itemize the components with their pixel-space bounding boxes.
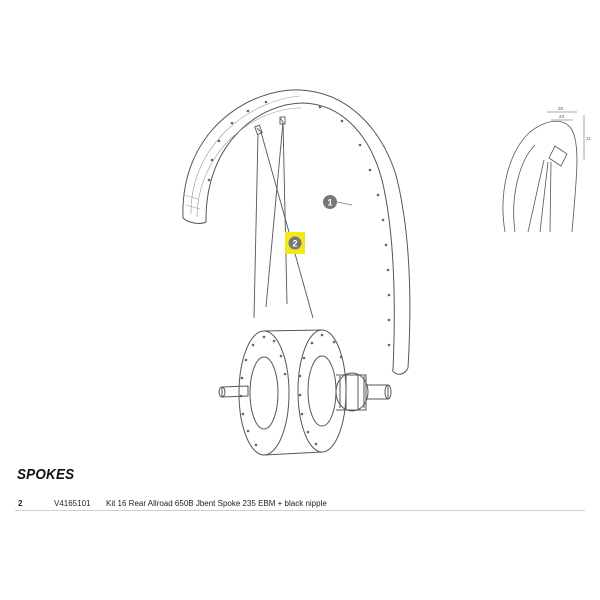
part-description: Kit 16 Rear Allroad 650B Jbent Spoke 235… <box>106 499 327 508</box>
part-number: 2 <box>18 499 23 508</box>
inset-detail <box>502 111 585 233</box>
rim-drawing <box>182 89 411 375</box>
inset-dimension-label: 23 <box>559 114 565 119</box>
spokes-callout-marker <box>288 236 302 250</box>
rim-spoke-holes <box>207 100 391 347</box>
section-title: SPOKES <box>17 466 75 483</box>
hub-flange-holes <box>239 333 343 447</box>
rim-callout-number: 1 <box>327 198 332 208</box>
spokes-drawing <box>253 116 314 319</box>
parts-table-row: 2 V4165101 Kit 16 Rear Allroad 650B Jben… <box>15 496 585 511</box>
spokes-callout-number: 2 <box>292 239 297 249</box>
rim-callout-marker <box>323 195 337 209</box>
part-reference: V4165101 <box>54 499 91 508</box>
hub-drawing <box>218 329 392 456</box>
inset-dimension-label: 21 <box>586 136 592 141</box>
inset-dimension-label: 28 <box>558 106 564 111</box>
rim-leader-line <box>336 201 353 206</box>
